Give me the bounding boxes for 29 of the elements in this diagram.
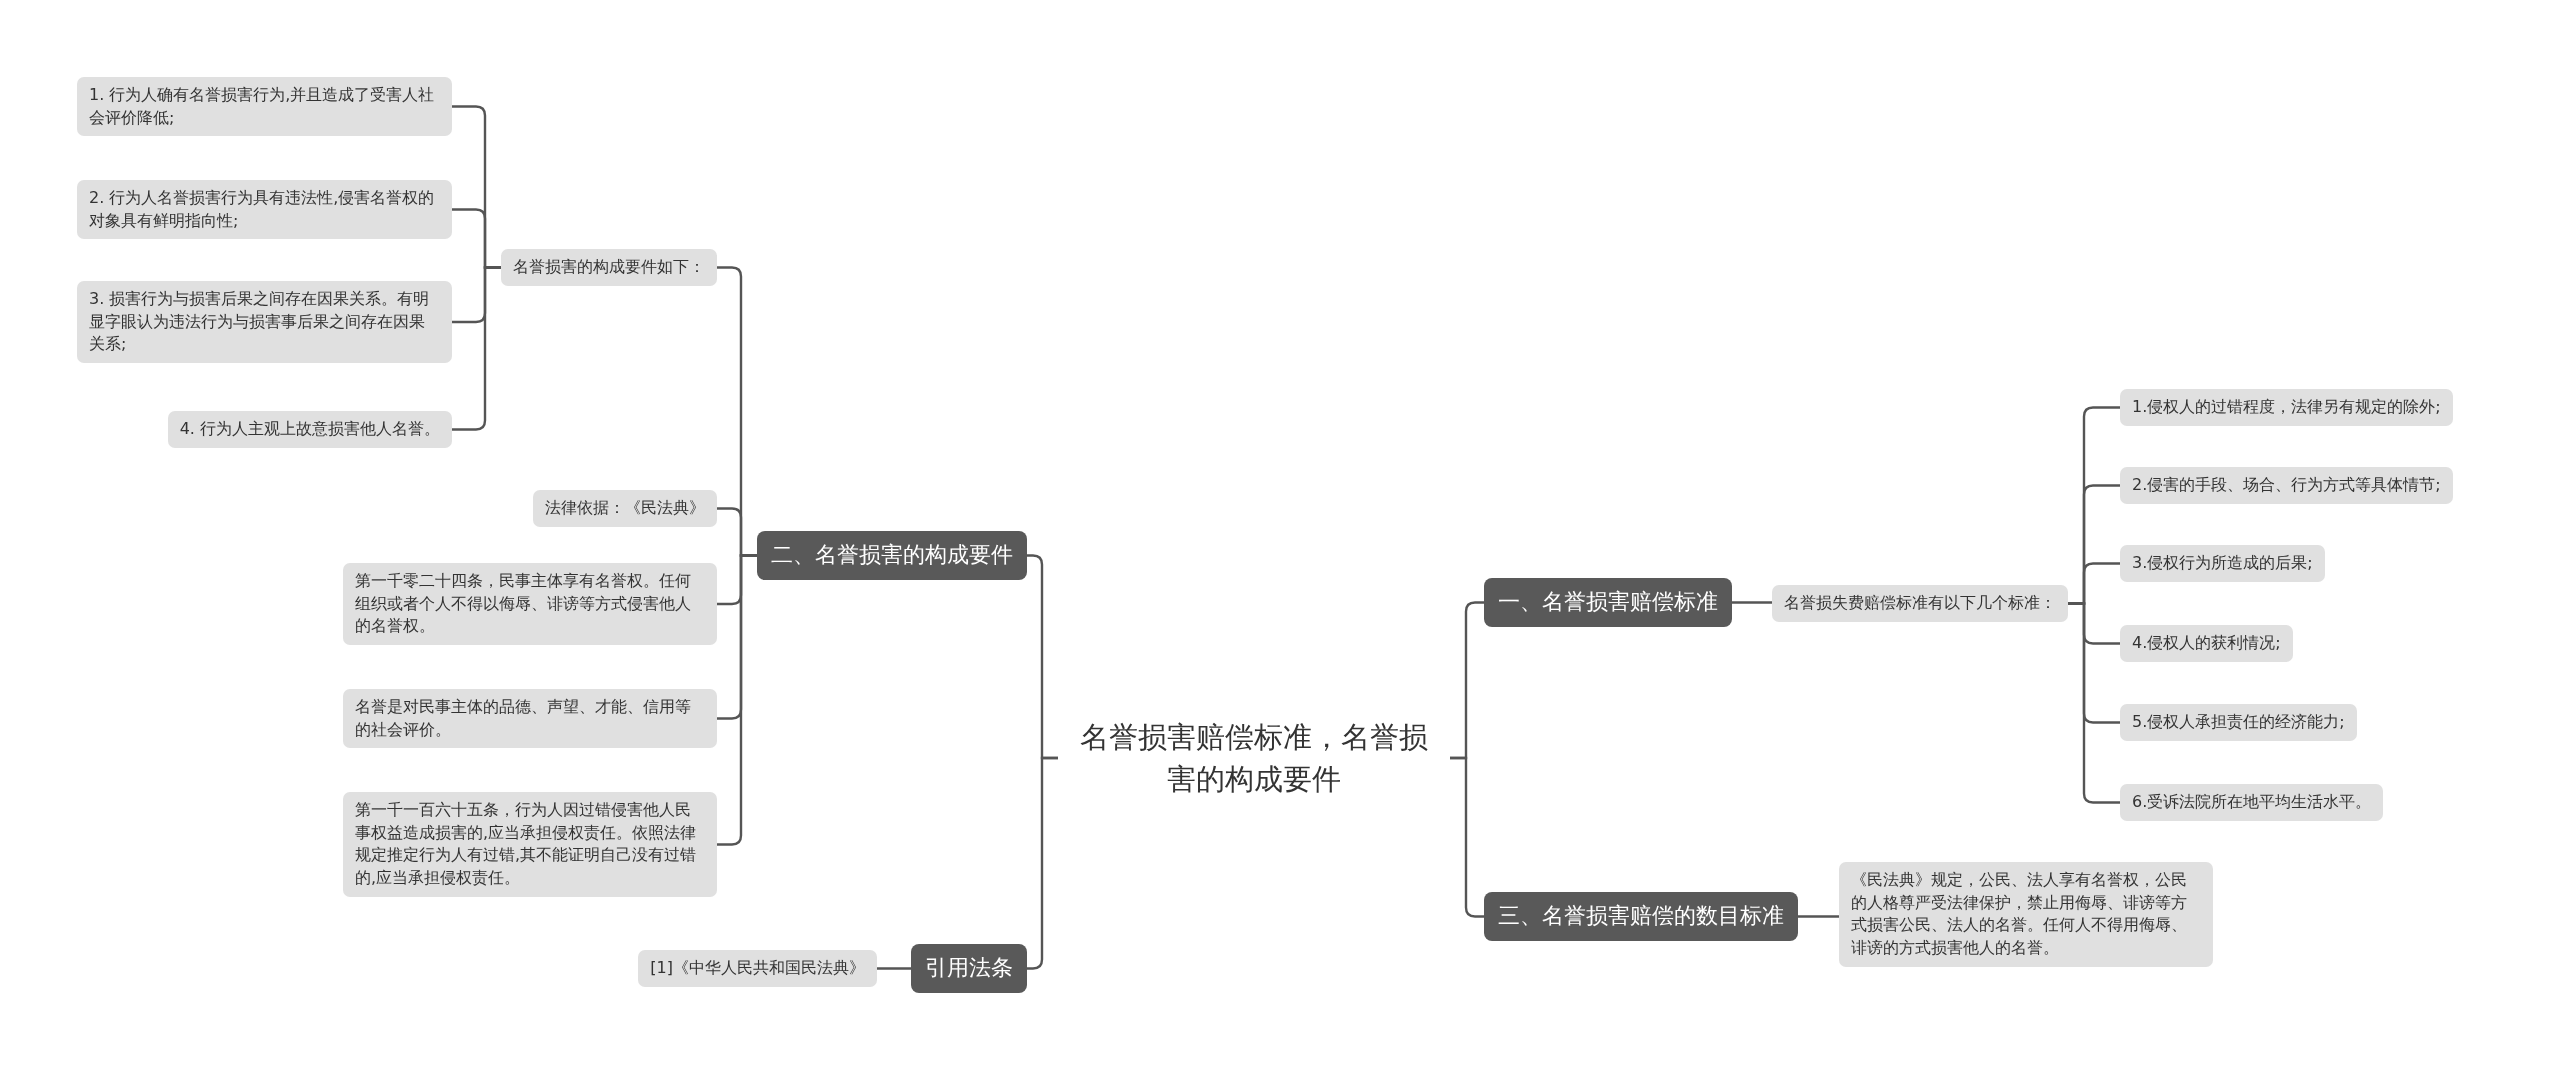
subtopic-box: 法律依据：《民法典》: [533, 490, 717, 527]
branch-topic: 三、名誉损害赔偿的数目标准: [1484, 892, 1798, 941]
subtopic-box: 1. 行为人确有名誉损害行为,并且造成了受害人社会评价降低;: [77, 77, 452, 137]
branch-topic: 引用法条: [911, 944, 1027, 993]
subtopic-box: 2.侵害的手段、场合、行为方式等具体情节;: [2120, 467, 2453, 504]
subtopic-box: 第一千零二十四条，民事主体享有名誉权。任何组织或者个人不得以侮辱、诽谤等方式侵害他人的名誉权。: [343, 563, 717, 646]
subtopic-box: [1]《中华人民共和国民法典》: [638, 950, 877, 987]
connector-line: [1732, 601, 1772, 604]
subtopic-box: 5.侵权人承担责任的经济能力;: [2120, 704, 2357, 741]
central-topic: 名誉损害赔偿标准，名誉损害的构成要件: [1058, 710, 1450, 807]
connector-line: [877, 967, 911, 970]
subtopic-box: 6.受诉法院所在地平均生活水平。: [2120, 784, 2384, 821]
connector-line: [1450, 756, 1484, 918]
subtopic-box: 名誉损失费赔偿标准有以下几个标准：: [1772, 585, 2068, 622]
subtopic-box: 4. 行为人主观上故意损害他人名誉。: [167, 411, 452, 448]
subtopic-box: 2. 行为人名誉损害行为具有违法性,侵害名誉权的对象具有鲜明指向性;: [77, 180, 452, 240]
connector-line: [1798, 915, 1839, 918]
subtopic-box: 名誉是对民事主体的品德、声望、才能、信用等的社会评价。: [343, 689, 717, 749]
subtopic-box: 名誉损害的构成要件如下：: [501, 249, 717, 286]
subtopic-box: 3.侵权行为所造成的后果;: [2120, 545, 2325, 582]
connector-line: [2068, 602, 2120, 804]
connector-line: [452, 266, 501, 431]
branch-topic: 一、名誉损害赔偿标准: [1484, 578, 1732, 627]
subtopic-box: 1.侵权人的过错程度，法律另有规定的除外;: [2120, 389, 2453, 426]
branch-topic: 二、名誉损害的构成要件: [757, 531, 1027, 580]
subtopic-box: 《民法典》规定，公民、法人享有名誉权，公民的人格尊严受法律保护，禁止用侮辱、诽谤等方式损害公民、法人的名誉。任何人不得用侮辱、诽谤的方式损害他人的名誉。: [1839, 862, 2213, 967]
subtopic-box: 第一千一百六十五条，行为人因过错侵害他人民事权益造成损害的,应当承担侵权责任。依照法律规定推定行为人有过错,其不能证明自己没有过错的,应当承担侵权责任。: [343, 792, 717, 897]
subtopic-box: 4.侵权人的获利情况;: [2120, 625, 2293, 662]
subtopic-box: 3. 损害行为与损害后果之间存在因果关系。有明显字眼认为违法行为与损害事后果之间存在因果关系;: [77, 281, 452, 364]
